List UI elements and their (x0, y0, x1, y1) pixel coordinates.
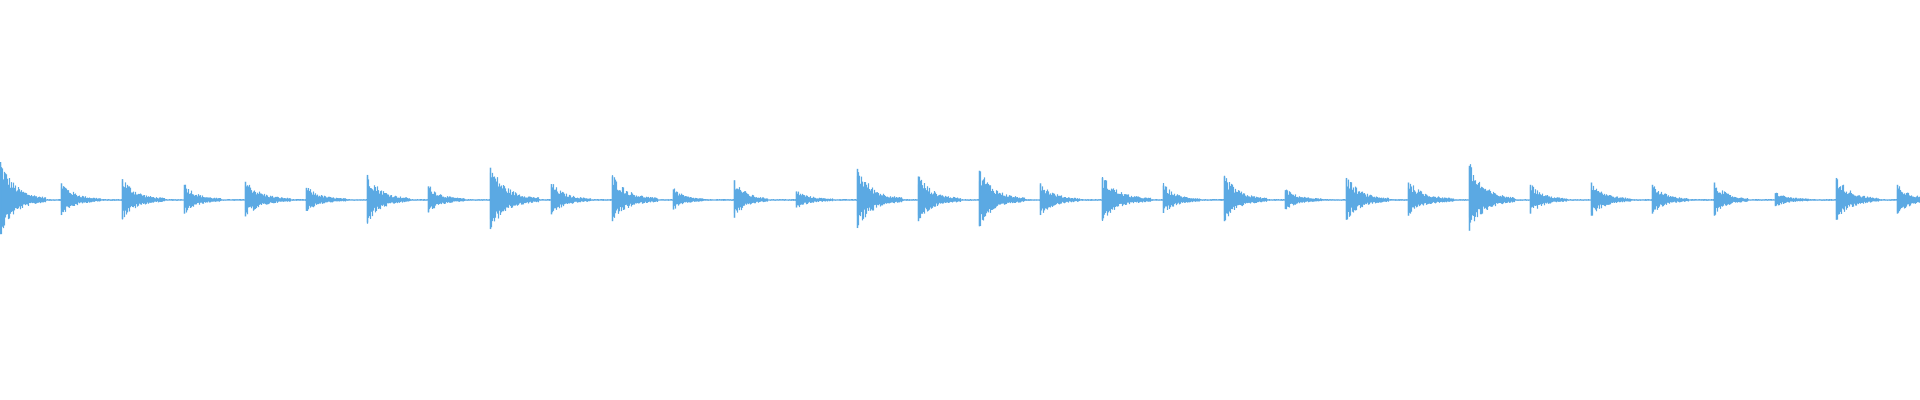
waveform-bars (0, 162, 1920, 235)
